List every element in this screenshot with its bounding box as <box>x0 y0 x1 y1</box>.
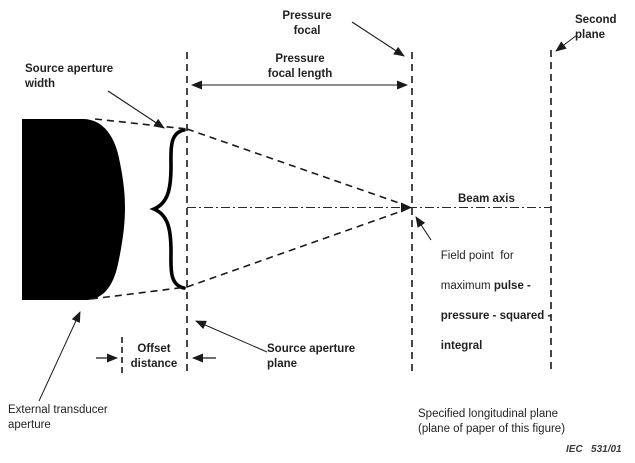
field-point-label-line2-normal: maximum <box>440 280 494 292</box>
source-aperture-plane-label: Source aperture plane <box>267 343 356 370</box>
source-aperture-plane-arrow <box>195 320 268 353</box>
field-point-label-line2-bold: pulse - <box>493 280 531 292</box>
source-aperture-width-arrow <box>107 90 165 129</box>
field-point-arrow <box>415 216 432 241</box>
cone-lower-edge-left <box>90 286 188 300</box>
beam-axis-label: Beam axis <box>458 193 515 205</box>
field-point-label-line3: pressure - squared - <box>440 310 552 322</box>
second-plane-label: Second plane <box>575 14 617 41</box>
specified-longitudinal-plane-label: Specified longitudinal plane (plane of p… <box>418 408 566 435</box>
focal-point-arrowhead <box>401 202 412 213</box>
transducer-shape <box>22 119 125 300</box>
cone-upper-edge-right <box>186 128 403 205</box>
pressure-focal-label: Pressure focal <box>282 10 332 37</box>
external-transducer-aperture-label: External transducer aperture <box>8 404 108 431</box>
iec-figure-reference: IEC 531/01 <box>566 444 622 455</box>
second-plane-arrow <box>555 34 578 52</box>
pressure-focal-length-label: Pressure focal length <box>267 53 333 80</box>
external-aperture-arrow <box>38 311 81 402</box>
cone-upper-edge-left <box>94 118 188 130</box>
pressure-focal-arrow <box>351 21 405 57</box>
field-point-label: Field point for maximum pulse - pressure… <box>428 234 552 369</box>
source-aperture-width-label: Source aperture width <box>25 63 114 90</box>
aperture-width-brace <box>149 128 186 290</box>
cone-lower-edge-right <box>186 210 403 288</box>
offset-distance-label: Offset distance <box>130 343 178 370</box>
field-point-label-line1: Field point for <box>440 250 514 262</box>
field-point-label-line4: integral <box>440 340 483 352</box>
